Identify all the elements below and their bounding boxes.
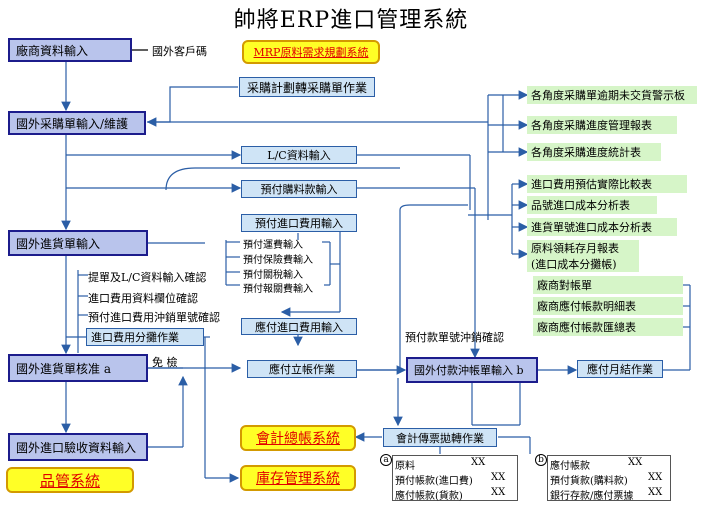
report-item-line: (進口成本分攤帳): [531, 258, 617, 271]
report-item[interactable]: 進貨單號進口成本分析表: [527, 218, 677, 236]
report-item-line: 原料領耗存月報表: [531, 242, 619, 255]
voucher-b-label: 銀行存款/應付票據: [550, 491, 634, 502]
confirm-item: 進口費用資料欄位確認: [88, 292, 198, 305]
foreign-customer-code-label: 國外客戶碼: [152, 45, 207, 58]
vendor-report-item[interactable]: 廠商應付帳款明細表: [533, 297, 683, 315]
plan-to-po-node[interactable]: 采購計劃轉采購單作業: [239, 77, 375, 97]
inspection-input-node[interactable]: 國外進口驗收資料輸入: [8, 433, 148, 461]
payable-import-cost-node[interactable]: 應付進口費用輸入: [241, 318, 357, 335]
accounting-system-node[interactable]: 會計總帳系統: [240, 425, 356, 451]
voucher-a-amount: XX: [491, 487, 506, 498]
voucher-b-box: 應付帳款 XX 預付貨款(購料款) XX 銀行存款/應付票據 XX: [547, 455, 671, 502]
ap-monthly-node[interactable]: 應付月結作業: [577, 360, 663, 378]
prepaid-item: 預付運費輸入: [243, 240, 303, 251]
voucher-transfer-node[interactable]: 會計傳票拋轉作業: [383, 428, 497, 447]
prepaid-item: 預付保險費輸入: [243, 255, 313, 266]
vendor-report-item[interactable]: 廠商對帳單: [533, 276, 683, 294]
voucher-b-amount: XX: [628, 457, 643, 468]
voucher-b-amount: XX: [648, 487, 663, 498]
confirm-item: 預付進口費用沖銷單號確認: [88, 311, 220, 324]
voucher-b-marker: b: [535, 454, 547, 466]
vendor-report-item[interactable]: 廠商應付帳款匯總表: [533, 318, 683, 336]
report-item[interactable]: 各角度采購進度管理報表: [527, 116, 677, 134]
voucher-b-label: 應付帳款: [550, 461, 590, 472]
qc-system-node[interactable]: 品管系統: [6, 467, 134, 493]
cost-allocation-node[interactable]: 進口費用分攤作業: [86, 328, 204, 346]
prepaid-import-cost-node[interactable]: 預付進口費用輸入: [241, 214, 357, 232]
prepaid-purchase-node[interactable]: 預付購料款輸入: [241, 180, 357, 198]
confirm-item: 提單及L/C資料輸入確認: [88, 271, 207, 284]
voucher-b-amount: XX: [648, 472, 663, 483]
import-approval-node[interactable]: 國外進貨單核准 a: [8, 354, 148, 382]
mrp-system-node[interactable]: MRP原料需求規劃系統: [242, 40, 380, 64]
foreign-payment-node[interactable]: 國外付款沖帳單輸入 b: [406, 357, 538, 383]
po-input-node[interactable]: 國外采購單輸入/維護: [8, 111, 146, 135]
ap-account-node[interactable]: 應付立帳作業: [247, 360, 357, 378]
voucher-a-amount: XX: [471, 457, 486, 468]
vendor-input-node[interactable]: 廠商資料輸入: [8, 38, 132, 62]
inventory-system-node[interactable]: 庫存管理系統: [240, 465, 356, 491]
voucher-a-label: 原料: [395, 461, 415, 472]
diagram-title: 帥將ERP進口管理系統: [233, 8, 469, 33]
report-item[interactable]: 進口費用預估實際比較表: [527, 175, 687, 193]
prepaid-item: 預付關稅輸入: [243, 270, 303, 281]
report-item[interactable]: 品號進口成本分析表: [527, 196, 657, 214]
report-item-material[interactable]: 原料領耗存月報表 (進口成本分攤帳): [527, 240, 639, 272]
report-item[interactable]: 各角度采購進度統計表: [527, 143, 661, 161]
voucher-a-marker: a: [380, 454, 392, 466]
exempt-label: 免 檢: [152, 356, 178, 369]
voucher-a-amount: XX: [491, 472, 506, 483]
voucher-a-label: 應付帳款(貨款): [395, 491, 463, 502]
voucher-a-box: 原料 XX 預付帳款(進口費) XX 應付帳款(貨款) XX: [392, 455, 518, 502]
voucher-a-label: 預付帳款(進口費): [395, 476, 473, 487]
prepaid-offset-confirm-label: 預付款單號沖銷確認: [405, 331, 504, 344]
lc-input-node[interactable]: L/C資料輸入: [241, 146, 357, 164]
import-order-input-node[interactable]: 國外進貨單輸入: [8, 230, 148, 256]
voucher-b-label: 預付貨款(購料款): [550, 476, 628, 487]
report-item[interactable]: 各角度采購單逾期未交貨警示板: [527, 86, 697, 104]
prepaid-item: 預付報關費輸入: [243, 284, 313, 295]
